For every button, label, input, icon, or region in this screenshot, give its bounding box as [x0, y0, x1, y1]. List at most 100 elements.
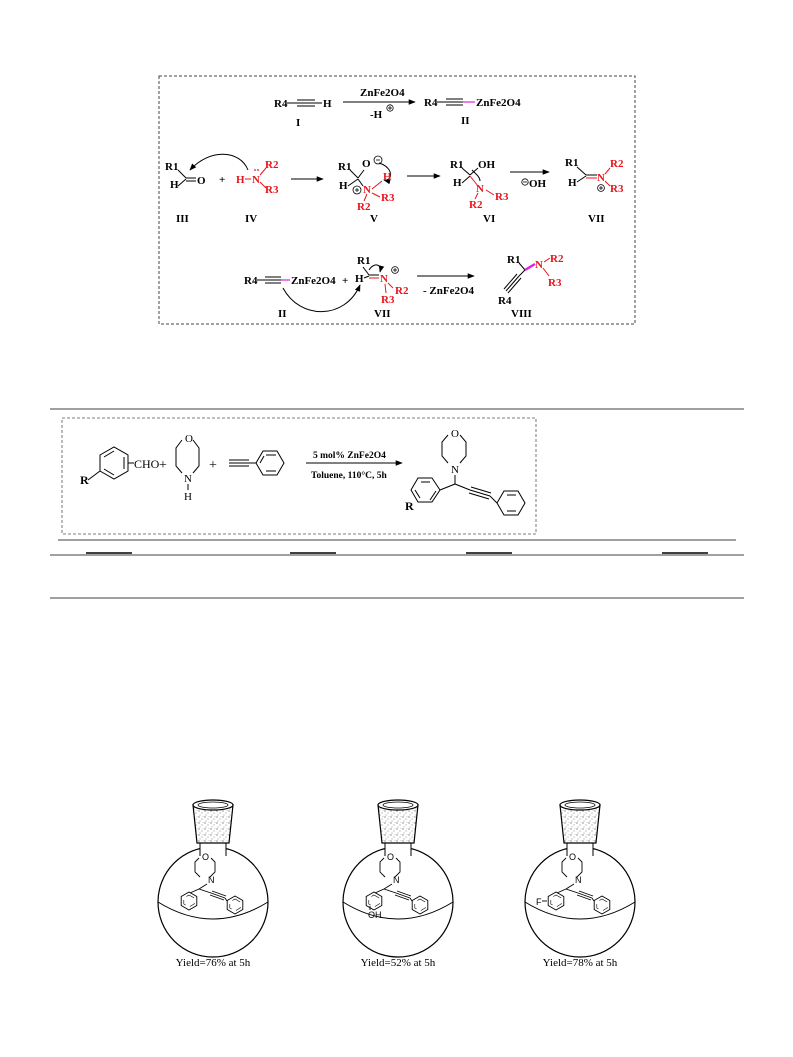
r1-label: R1 — [338, 161, 351, 173]
metal-label: ZnFe2O4 — [291, 275, 336, 287]
o-atom: O — [362, 158, 371, 170]
n-atom: N — [575, 875, 582, 885]
flask-bulb — [157, 846, 269, 958]
svg-text:+: + — [159, 458, 167, 473]
r2-label: R2 — [469, 199, 483, 211]
h-atom: H — [355, 273, 364, 285]
h-atom: H — [568, 177, 577, 189]
n-atom: N — [380, 273, 388, 285]
r2-label: R2 — [357, 201, 371, 213]
o-atom: O — [185, 433, 193, 445]
n-atom: N — [597, 172, 605, 184]
compound-label-II: II — [278, 308, 287, 320]
mechanism-step-1: R4 H I ZnFe2O4 -H R4 ZnFe2O4 II — [274, 87, 521, 129]
r2-label: R2 — [395, 285, 409, 297]
compound-label-III: III — [176, 213, 189, 225]
n-atom: N — [393, 875, 400, 885]
r1-label: R1 — [165, 161, 178, 173]
compound-label-V: V — [370, 213, 378, 225]
removed-catalyst: - ZnFe2O4 — [423, 285, 475, 297]
stopper — [192, 804, 234, 844]
r2-label: R2 — [610, 158, 624, 170]
compound-label-VII: VII — [588, 213, 605, 225]
svg-text:+: + — [219, 174, 225, 186]
mechanism-step-2: R1 H O III + H N R2 R3 IV R1 H O N — [165, 153, 624, 225]
r3-label: R3 — [381, 192, 395, 204]
yield-caption: Yield=52% at 5h — [361, 957, 436, 969]
yield-caption: Yield=76% at 5h — [176, 957, 251, 969]
r-substituent: R — [80, 473, 89, 487]
r1-label: R1 — [507, 254, 520, 266]
r1-label: R1 — [450, 159, 463, 171]
n-atom: N — [363, 184, 371, 196]
hydroxide-label: OH — [529, 178, 547, 190]
stopper — [377, 804, 419, 844]
r4-label: R4 — [424, 97, 438, 109]
h-atom: H — [170, 179, 179, 191]
r2-label: R2 — [550, 253, 564, 265]
catalyst-label: 5 mol% ZnFe2O4 — [313, 451, 386, 461]
n-atom: N — [476, 183, 484, 195]
product-structure: O N F — [536, 852, 611, 915]
mechanism-step-3: R4 ZnFe2O4 + II R1 H N R2 R3 VII - ZnFe2… — [244, 253, 564, 320]
stopper — [559, 804, 601, 844]
general-reaction-scheme: CHO R + O N H + 5 mol% ZnFe2O4 Toluene, … — [80, 428, 526, 516]
flask-bulb — [342, 846, 454, 958]
scheme-box — [61, 417, 537, 535]
r-substituent: R — [405, 499, 414, 513]
compound-label-IV: IV — [245, 213, 257, 225]
h-atom: H — [236, 174, 245, 186]
r4-label: R4 — [244, 275, 258, 287]
conditions-label: Toluene, 110°C, 5h — [311, 470, 387, 481]
aldehyde-label: CHO — [134, 457, 160, 471]
r4-label: R4 — [274, 98, 288, 110]
o-atom: O — [569, 852, 576, 862]
r2-label: R2 — [265, 159, 279, 171]
curved-arrow — [282, 284, 361, 313]
yield-caption: Yield=78% at 5h — [543, 957, 618, 969]
n-atom: N — [184, 473, 192, 485]
reaction-flask: O N F Yield=78% at 5h — [524, 799, 636, 969]
hydroxyl-label: OH — [478, 159, 496, 171]
svg-text:+: + — [342, 275, 348, 287]
r1-label: R1 — [357, 255, 370, 267]
svg-text:+: + — [209, 458, 217, 473]
n-atom: N — [252, 174, 260, 186]
substituent-label: OH — [368, 910, 382, 920]
h-atom: H — [339, 180, 348, 192]
n-atom: N — [535, 259, 543, 271]
compound-label-VIII: VIII — [511, 308, 532, 320]
compound-label-VII: VII — [374, 308, 391, 320]
r1-label: R1 — [565, 157, 578, 169]
n-atom: N — [208, 875, 215, 885]
metal-label: ZnFe2O4 — [476, 97, 521, 109]
product-structure: ON — [180, 852, 244, 915]
reaction-flask: O N OH Yield=52% at 5h — [342, 799, 454, 969]
o-atom: O — [387, 852, 394, 862]
compound-label-VI: VI — [483, 213, 495, 225]
r3-label: R3 — [381, 294, 395, 306]
r4-label: R4 — [498, 295, 512, 307]
h-atom: H — [383, 171, 392, 183]
curved-arrow — [189, 153, 249, 171]
o-atom: O — [197, 175, 206, 187]
flask-bulb — [524, 846, 636, 958]
compound-label-II: II — [461, 115, 470, 127]
reagent-znfe2o4: ZnFe2O4 — [360, 87, 405, 99]
r3-label: R3 — [495, 191, 509, 203]
compound-label-I: I — [296, 117, 300, 129]
h-atom: H — [323, 98, 332, 110]
product-structure: O N OH — [365, 852, 429, 920]
o-atom: O — [202, 852, 209, 862]
n-atom: N — [451, 464, 459, 476]
h-atom: H — [184, 491, 192, 503]
r3-label: R3 — [610, 183, 624, 195]
o-atom: O — [451, 428, 459, 440]
r3-label: R3 — [548, 277, 562, 289]
byproduct-proton: -H — [370, 109, 383, 121]
substituent-label: F — [536, 897, 542, 907]
mechanism-box — [158, 75, 636, 325]
